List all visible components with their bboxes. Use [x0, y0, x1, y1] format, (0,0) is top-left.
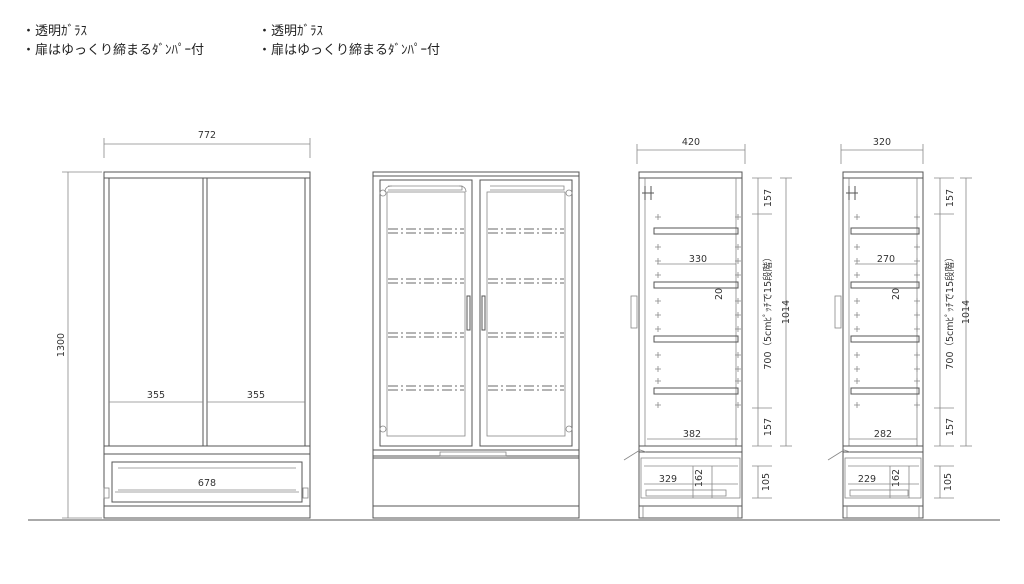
hinge-icon [565, 189, 573, 197]
inner-depth-label: 330 [689, 254, 707, 265]
depth-label: 320 [873, 137, 891, 148]
door-right-width-label: 355 [247, 390, 265, 401]
door-left [108, 177, 204, 447]
shelf [653, 335, 739, 343]
glass-front-view [372, 171, 580, 519]
height-label: 1300 [56, 333, 67, 357]
shelf-pin-holes [854, 214, 920, 408]
bottom-depth-label: 282 [874, 429, 892, 440]
spec-notes-right: ・透明ｶﾞﾗｽ ・扉はゆっくり締まるﾀﾞﾝﾊﾟｰ付 [258, 22, 440, 60]
shelf-thickness-label: 20 [891, 288, 902, 300]
glass-door-right [479, 179, 573, 447]
drawer-rail [849, 489, 909, 497]
top-gap-label: 157 [763, 189, 774, 207]
shelf-thickness-label: 20 [714, 288, 725, 300]
note-damper: ・扉はゆっくり締まるﾀﾞﾝﾊﾟｰ付 [258, 43, 441, 58]
glass-pane-right [486, 191, 566, 437]
bottom-gap-label: 157 [763, 418, 774, 436]
side-drawer [640, 457, 741, 499]
drawer [111, 461, 303, 503]
front-view: 772 1300 355 355 678 [56, 130, 311, 519]
cabinet-body [103, 171, 311, 519]
bottom-depth-label: 382 [683, 429, 701, 440]
inner-depth-label: 270 [877, 254, 895, 265]
door-right [206, 177, 306, 447]
shelf [850, 335, 920, 343]
note-glass: ・透明ｶﾞﾗｽ [22, 24, 88, 39]
shelf [653, 387, 739, 395]
side-view-deep: 420 330 20 382 [623, 137, 792, 519]
pitch-range-label: 700（5cmﾋﾟｯﾁで15段階） [762, 252, 774, 369]
top-gap-label: 157 [945, 189, 956, 207]
base-drawer [372, 457, 580, 507]
shelf [653, 281, 739, 289]
drawer-height-label: 105 [761, 473, 772, 491]
total-height-label: 1014 [781, 300, 792, 324]
hinge-icon [379, 425, 387, 433]
hinge-icon [379, 189, 387, 197]
glass-pane-left [386, 191, 466, 437]
door-left-width-label: 355 [147, 390, 165, 401]
drawer-depth-label: 329 [659, 474, 677, 485]
drawer-rail [645, 489, 727, 497]
side-handle [630, 295, 638, 329]
drawer-inner-height-label: 162 [891, 469, 902, 487]
cabinet-side-body [638, 171, 743, 519]
note-glass: ・透明ｶﾞﾗｽ [258, 24, 324, 39]
drawer-depth-label: 229 [858, 474, 876, 485]
drawer-inner-height-label: 162 [694, 469, 705, 487]
cabinet-side-body [842, 171, 924, 519]
door-handle-right [481, 295, 486, 331]
shelf-pin-holes [655, 214, 741, 408]
drawer-handle [439, 451, 507, 457]
visible-shelves [388, 228, 564, 391]
pitch-range-label: 700（5cmﾋﾟｯﾁで15段階） [944, 252, 956, 369]
bottom-gap-label: 157 [945, 418, 956, 436]
glass-door-left [379, 179, 473, 447]
drawer-height-label: 105 [943, 473, 954, 491]
side-view-shallow: 320 270 20 282 22 [827, 137, 972, 519]
width-label: 772 [198, 130, 216, 141]
drawer-width-label: 678 [198, 478, 216, 489]
shelf [850, 281, 920, 289]
note-damper: ・扉はゆっくり締まるﾀﾞﾝﾊﾟｰ付 [22, 43, 205, 58]
side-drawer [844, 457, 922, 499]
cabinet-body [372, 171, 580, 519]
shelf [653, 227, 739, 235]
door-handle-left [466, 295, 471, 331]
total-height-label: 1014 [961, 300, 972, 324]
hinge-icon [565, 425, 573, 433]
spec-notes-left: ・透明ｶﾞﾗｽ ・扉はゆっくり締まるﾀﾞﾝﾊﾟｰ付 [22, 22, 204, 60]
depth-label: 420 [682, 137, 700, 148]
side-handle [834, 295, 842, 329]
shelf [850, 227, 920, 235]
shelf [850, 387, 920, 395]
